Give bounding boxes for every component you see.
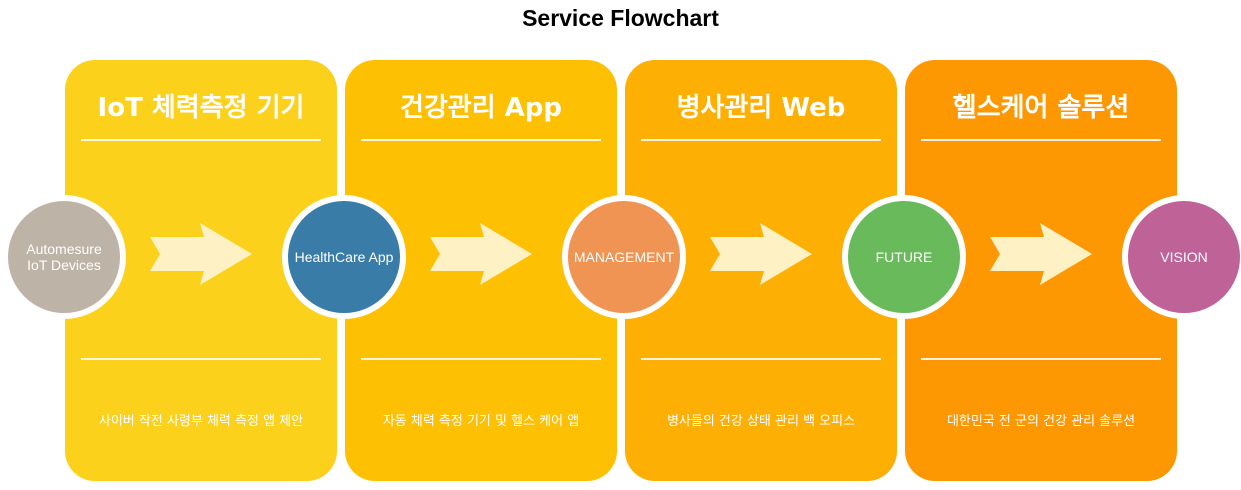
node-automesure-iot-devices: Automesure IoT Devices — [2, 195, 126, 319]
panel-title: 건강관리 App — [399, 93, 563, 123]
panel-description: 대한민국 전 군의 건강 관리 솔루션 — [946, 414, 1136, 429]
panel-title: 헬스케어 솔루션 — [952, 93, 1130, 123]
divider — [361, 358, 601, 360]
divider — [921, 139, 1161, 141]
node-label: HealthCare App — [294, 249, 394, 265]
panel-title: IoT 체력측정 기기 — [97, 93, 305, 123]
flow-arrow-icon — [430, 223, 532, 285]
node-label: MANAGEMENT — [573, 249, 675, 265]
divider — [361, 139, 601, 141]
panel-description: 사이버 작전 사령부 체력 측정 앱 제안 — [98, 414, 304, 429]
divider — [641, 139, 881, 141]
divider — [81, 139, 321, 141]
flow-arrow-icon — [150, 223, 252, 285]
node-future: FUTURE — [842, 195, 966, 319]
node-label: Automesure IoT Devices — [26, 241, 102, 273]
node-label: FUTURE — [875, 249, 933, 265]
panel-description: 자동 체력 측정 기기 및 헬스 케어 앱 — [382, 414, 580, 429]
node-healthcare-app: HealthCare App — [282, 195, 406, 319]
divider — [81, 358, 321, 360]
diagram-title: Service Flowchart — [522, 5, 719, 31]
divider — [921, 358, 1161, 360]
divider — [641, 358, 881, 360]
panel-title: 병사관리 Web — [676, 93, 846, 123]
flow-arrow-icon — [710, 223, 812, 285]
node-label: VISION — [1160, 249, 1208, 265]
node-management: MANAGEMENT — [562, 195, 686, 319]
panel-description: 병사들의 건강 상태 관리 백 오피스 — [666, 414, 856, 429]
node-vision: VISION — [1122, 195, 1241, 319]
flow-arrow-icon — [990, 223, 1092, 285]
